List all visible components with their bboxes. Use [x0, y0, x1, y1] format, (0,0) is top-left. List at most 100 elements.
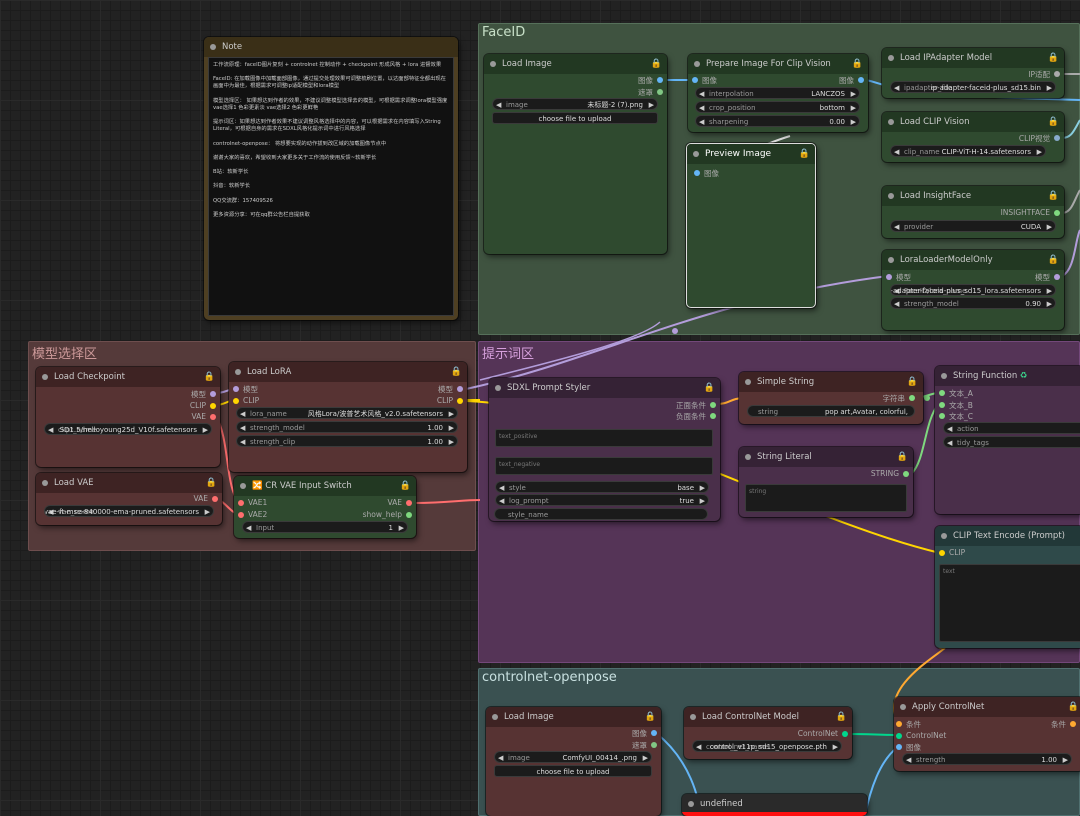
arrow-left-icon[interactable]: ◀: [947, 439, 953, 447]
node-title[interactable]: SDXL Prompt Styler🔒: [489, 378, 720, 398]
output-slot-show-help[interactable]: show_help: [363, 510, 412, 519]
arrow-left-icon[interactable]: ◀: [496, 101, 502, 109]
input-slot-image[interactable]: 图像: [896, 742, 921, 753]
output-slot-ipadapter[interactable]: IP适配: [1028, 69, 1060, 80]
input-slot-controlnet[interactable]: ControlNet: [896, 731, 946, 740]
arrow-right-icon[interactable]: ▶: [648, 101, 654, 109]
slot-dot-icon[interactable]: [710, 402, 716, 408]
arrow-right-icon[interactable]: ▶: [642, 754, 648, 762]
slot-dot-icon[interactable]: [406, 500, 412, 506]
output-slot-controlnet[interactable]: ControlNet: [798, 729, 848, 738]
node-title[interactable]: String Function ♻: [935, 366, 1080, 386]
node-title[interactable]: Load InsightFace🔒: [882, 186, 1064, 206]
input-slot-model[interactable]: 模型: [886, 272, 911, 283]
output-slot-model[interactable]: 模型: [1035, 272, 1060, 283]
note-node[interactable]: Note 工作流原理：faceID图片复刻 + controlnet 控制动作 …: [204, 37, 458, 320]
input-slot-image[interactable]: 图像: [692, 75, 717, 86]
slot-dot-icon[interactable]: [903, 471, 909, 477]
node-title[interactable]: LoraLoaderModelOnly🔒: [882, 250, 1064, 270]
arrow-left-icon[interactable]: ◀: [894, 287, 900, 295]
arrow-left-icon[interactable]: ◀: [48, 426, 54, 434]
arrow-left-icon[interactable]: ◀: [947, 425, 953, 433]
output-slot-vae[interactable]: VAE: [387, 498, 412, 507]
node-clip-text-encode[interactable]: CLIP Text Encode (Prompt) CLIP text: [935, 526, 1080, 648]
arrow-right-icon[interactable]: ▶: [1036, 148, 1042, 156]
output-slot-clip[interactable]: CLIP: [437, 396, 463, 405]
slot-dot-icon[interactable]: [210, 391, 216, 397]
node-title[interactable]: undefined: [682, 794, 867, 814]
slot-dot-icon[interactable]: [1054, 210, 1060, 216]
slot-dot-icon[interactable]: [657, 89, 663, 95]
upload-button[interactable]: choose file to upload: [494, 765, 652, 777]
input-slot-clip[interactable]: CLIP: [233, 396, 259, 405]
arrow-left-icon[interactable]: ◀: [894, 148, 900, 156]
node-title[interactable]: Apply ControlNet🔒: [894, 697, 1080, 717]
slot-dot-icon[interactable]: [694, 170, 700, 176]
slot-dot-icon[interactable]: [1054, 274, 1060, 280]
textarea-text-negative[interactable]: text_negative: [495, 457, 713, 475]
textarea-text[interactable]: text: [939, 564, 1080, 642]
arrow-right-icon[interactable]: ▶: [1046, 84, 1052, 92]
slot-dot-icon[interactable]: [858, 77, 864, 83]
node-apply-controlnet[interactable]: Apply ControlNet🔒 条件 ControlNet 图像 条件 ◀s…: [894, 697, 1080, 771]
node-title[interactable]: Prepare Image For Clip Vision🔒: [688, 54, 868, 74]
arrow-right-icon[interactable]: ▶: [850, 90, 856, 98]
slot-dot-icon[interactable]: [939, 390, 945, 396]
slot-dot-icon[interactable]: [657, 77, 663, 83]
note-text[interactable]: 工作流原理：faceID图片复刻 + controlnet 控制动作 + che…: [208, 57, 454, 316]
node-undefined[interactable]: undefined: [682, 794, 867, 816]
arrow-right-icon[interactable]: ▶: [850, 118, 856, 126]
output-slot-model[interactable]: 模型: [438, 384, 463, 395]
node-title[interactable]: Load Image🔒: [484, 54, 667, 74]
arrow-left-icon[interactable]: ◀: [499, 484, 505, 492]
arrow-left-icon[interactable]: ◀: [699, 104, 705, 112]
slot-dot-icon[interactable]: [710, 413, 716, 419]
textarea-text-positive[interactable]: text_positive: [495, 429, 713, 447]
arrow-left-icon[interactable]: ◀: [240, 424, 246, 432]
input-slot-text-a[interactable]: 文本_A: [939, 388, 973, 399]
slot-dot-icon[interactable]: [939, 413, 945, 419]
slot-dot-icon[interactable]: [842, 731, 848, 737]
output-slot-positive[interactable]: 正面条件: [676, 400, 716, 411]
input-slot-text-c[interactable]: 文本_C: [939, 411, 973, 422]
slot-dot-icon[interactable]: [210, 414, 216, 420]
arrow-left-icon[interactable]: ◀: [240, 438, 246, 446]
slot-dot-icon[interactable]: [692, 77, 698, 83]
output-slot-clip[interactable]: CLIP: [190, 401, 216, 410]
node-title[interactable]: String Literal🔒: [739, 447, 913, 467]
textarea-string[interactable]: string: [745, 484, 907, 512]
node-lora-loader-model-only[interactable]: LoraLoaderModelOnly🔒 模型 模型 ◀FaceID/lora_…: [882, 250, 1064, 330]
arrow-left-icon[interactable]: ◀: [894, 223, 900, 231]
input-slot-conditioning[interactable]: 条件: [896, 719, 921, 730]
arrow-right-icon[interactable]: ▶: [1062, 756, 1068, 764]
input-slot-text-b[interactable]: 文本_B: [939, 400, 973, 411]
arrow-left-icon[interactable]: ◀: [246, 524, 252, 532]
arrow-right-icon[interactable]: ▶: [448, 424, 454, 432]
node-title[interactable]: CLIP Text Encode (Prompt): [935, 526, 1080, 546]
slot-dot-icon[interactable]: [896, 744, 902, 750]
output-slot-mask[interactable]: 遮罩: [632, 740, 657, 751]
slot-dot-icon[interactable]: [233, 386, 239, 392]
node-title[interactable]: Load IPAdapter Model🔒: [882, 48, 1064, 68]
arrow-right-icon[interactable]: ▶: [1046, 223, 1052, 231]
node-title[interactable]: Preview Image🔒: [687, 144, 815, 164]
node-title[interactable]: Simple String🔒: [739, 372, 923, 392]
slot-dot-icon[interactable]: [238, 500, 244, 506]
slot-dot-icon[interactable]: [457, 386, 463, 392]
output-slot-string[interactable]: STRING: [871, 469, 909, 478]
slot-dot-icon[interactable]: [1070, 721, 1076, 727]
